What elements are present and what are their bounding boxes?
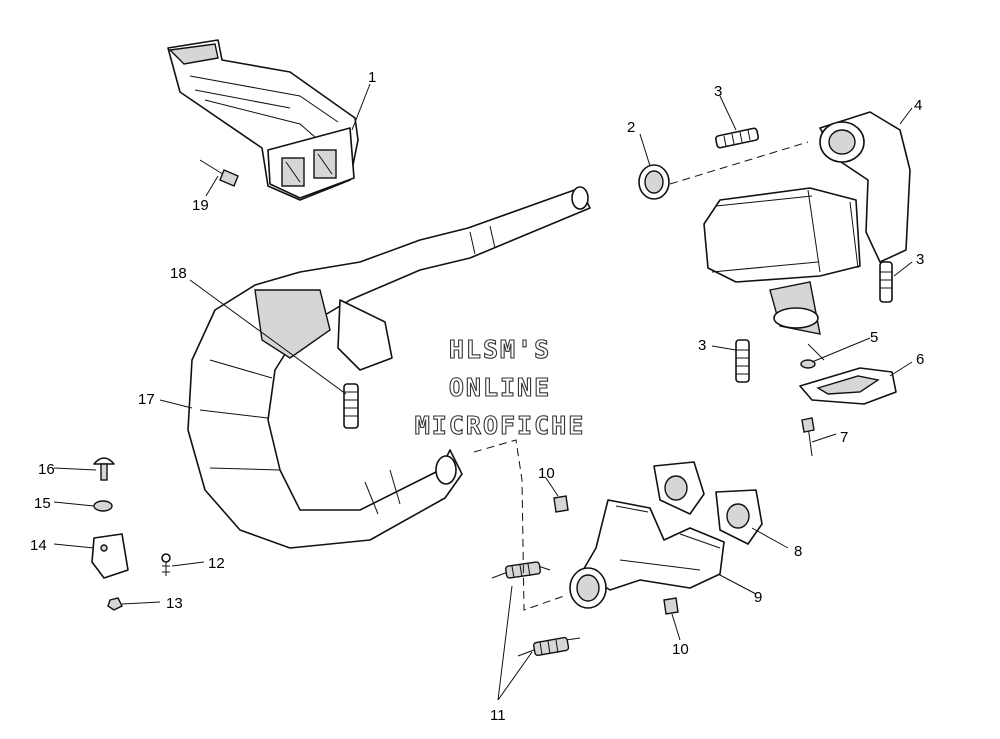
callout-4: 4 [914,97,922,114]
part-3-spring-top[interactable] [714,127,760,149]
callout-1: 1 [368,69,376,86]
callout-16: 16 [38,461,55,478]
part-13-nut[interactable] [107,597,123,611]
callout-5: 5 [870,329,878,346]
callout-3a: 3 [714,83,722,100]
part-19-bolt[interactable] [199,159,239,187]
watermark-line-1: HLSM'S [449,335,551,364]
part-5-washer[interactable] [800,359,816,369]
part-9-y-manifold[interactable] [569,499,725,609]
part-10-bolt-upper[interactable] [553,495,569,513]
watermark-line-3: MICROFICHE [415,411,586,440]
part-8-flange-gasket[interactable] [653,461,763,545]
part-15-washer[interactable] [93,500,113,512]
part-7-bolt[interactable] [801,417,815,457]
part-3-spring-right[interactable] [879,261,893,303]
callout-10b: 10 [672,641,689,658]
callout-15: 15 [34,495,51,512]
callout-12: 12 [208,555,225,572]
part-1-mounting-bracket[interactable] [167,39,359,201]
callout-6: 6 [916,351,924,368]
leader-lines [53,83,913,701]
callout-18: 18 [170,265,187,282]
callout-10a: 10 [538,465,555,482]
callout-8: 8 [794,543,802,560]
part-2-gasket-ring[interactable] [638,164,670,200]
callout-2: 2 [627,119,635,136]
part-14-bracket[interactable] [91,533,129,579]
callout-19: 19 [192,197,209,214]
part-18-spring[interactable] [343,383,359,429]
watermark-line-2: ONLINE [449,373,551,402]
callout-17: 17 [138,391,155,408]
watermark: HLSM'S ONLINE MICROFICHE [414,334,586,440]
part-17-expansion-chamber[interactable] [187,186,591,549]
part-6-grommet[interactable] [799,367,897,405]
part-12-screw[interactable] [161,553,171,576]
callout-11: 11 [490,707,506,724]
assembly-lines [473,141,825,611]
callout-labels: 1 19 2 3 4 3 3 5 6 7 10 8 9 10 11 12 13 … [30,69,924,724]
callout-9: 9 [754,589,762,606]
callout-3c: 3 [698,337,706,354]
part-16-bolt[interactable] [93,457,115,481]
part-4-muffler[interactable] [703,111,911,335]
part-11-spring-upper[interactable] [491,561,551,579]
part-11-spring-lower[interactable] [517,636,581,657]
callout-3b: 3 [916,251,924,268]
part-3-spring-middle[interactable] [735,339,750,383]
part-10-bolt-lower[interactable] [663,597,679,615]
callout-14: 14 [30,537,47,554]
callout-13: 13 [166,595,183,612]
callout-7: 7 [840,429,848,446]
